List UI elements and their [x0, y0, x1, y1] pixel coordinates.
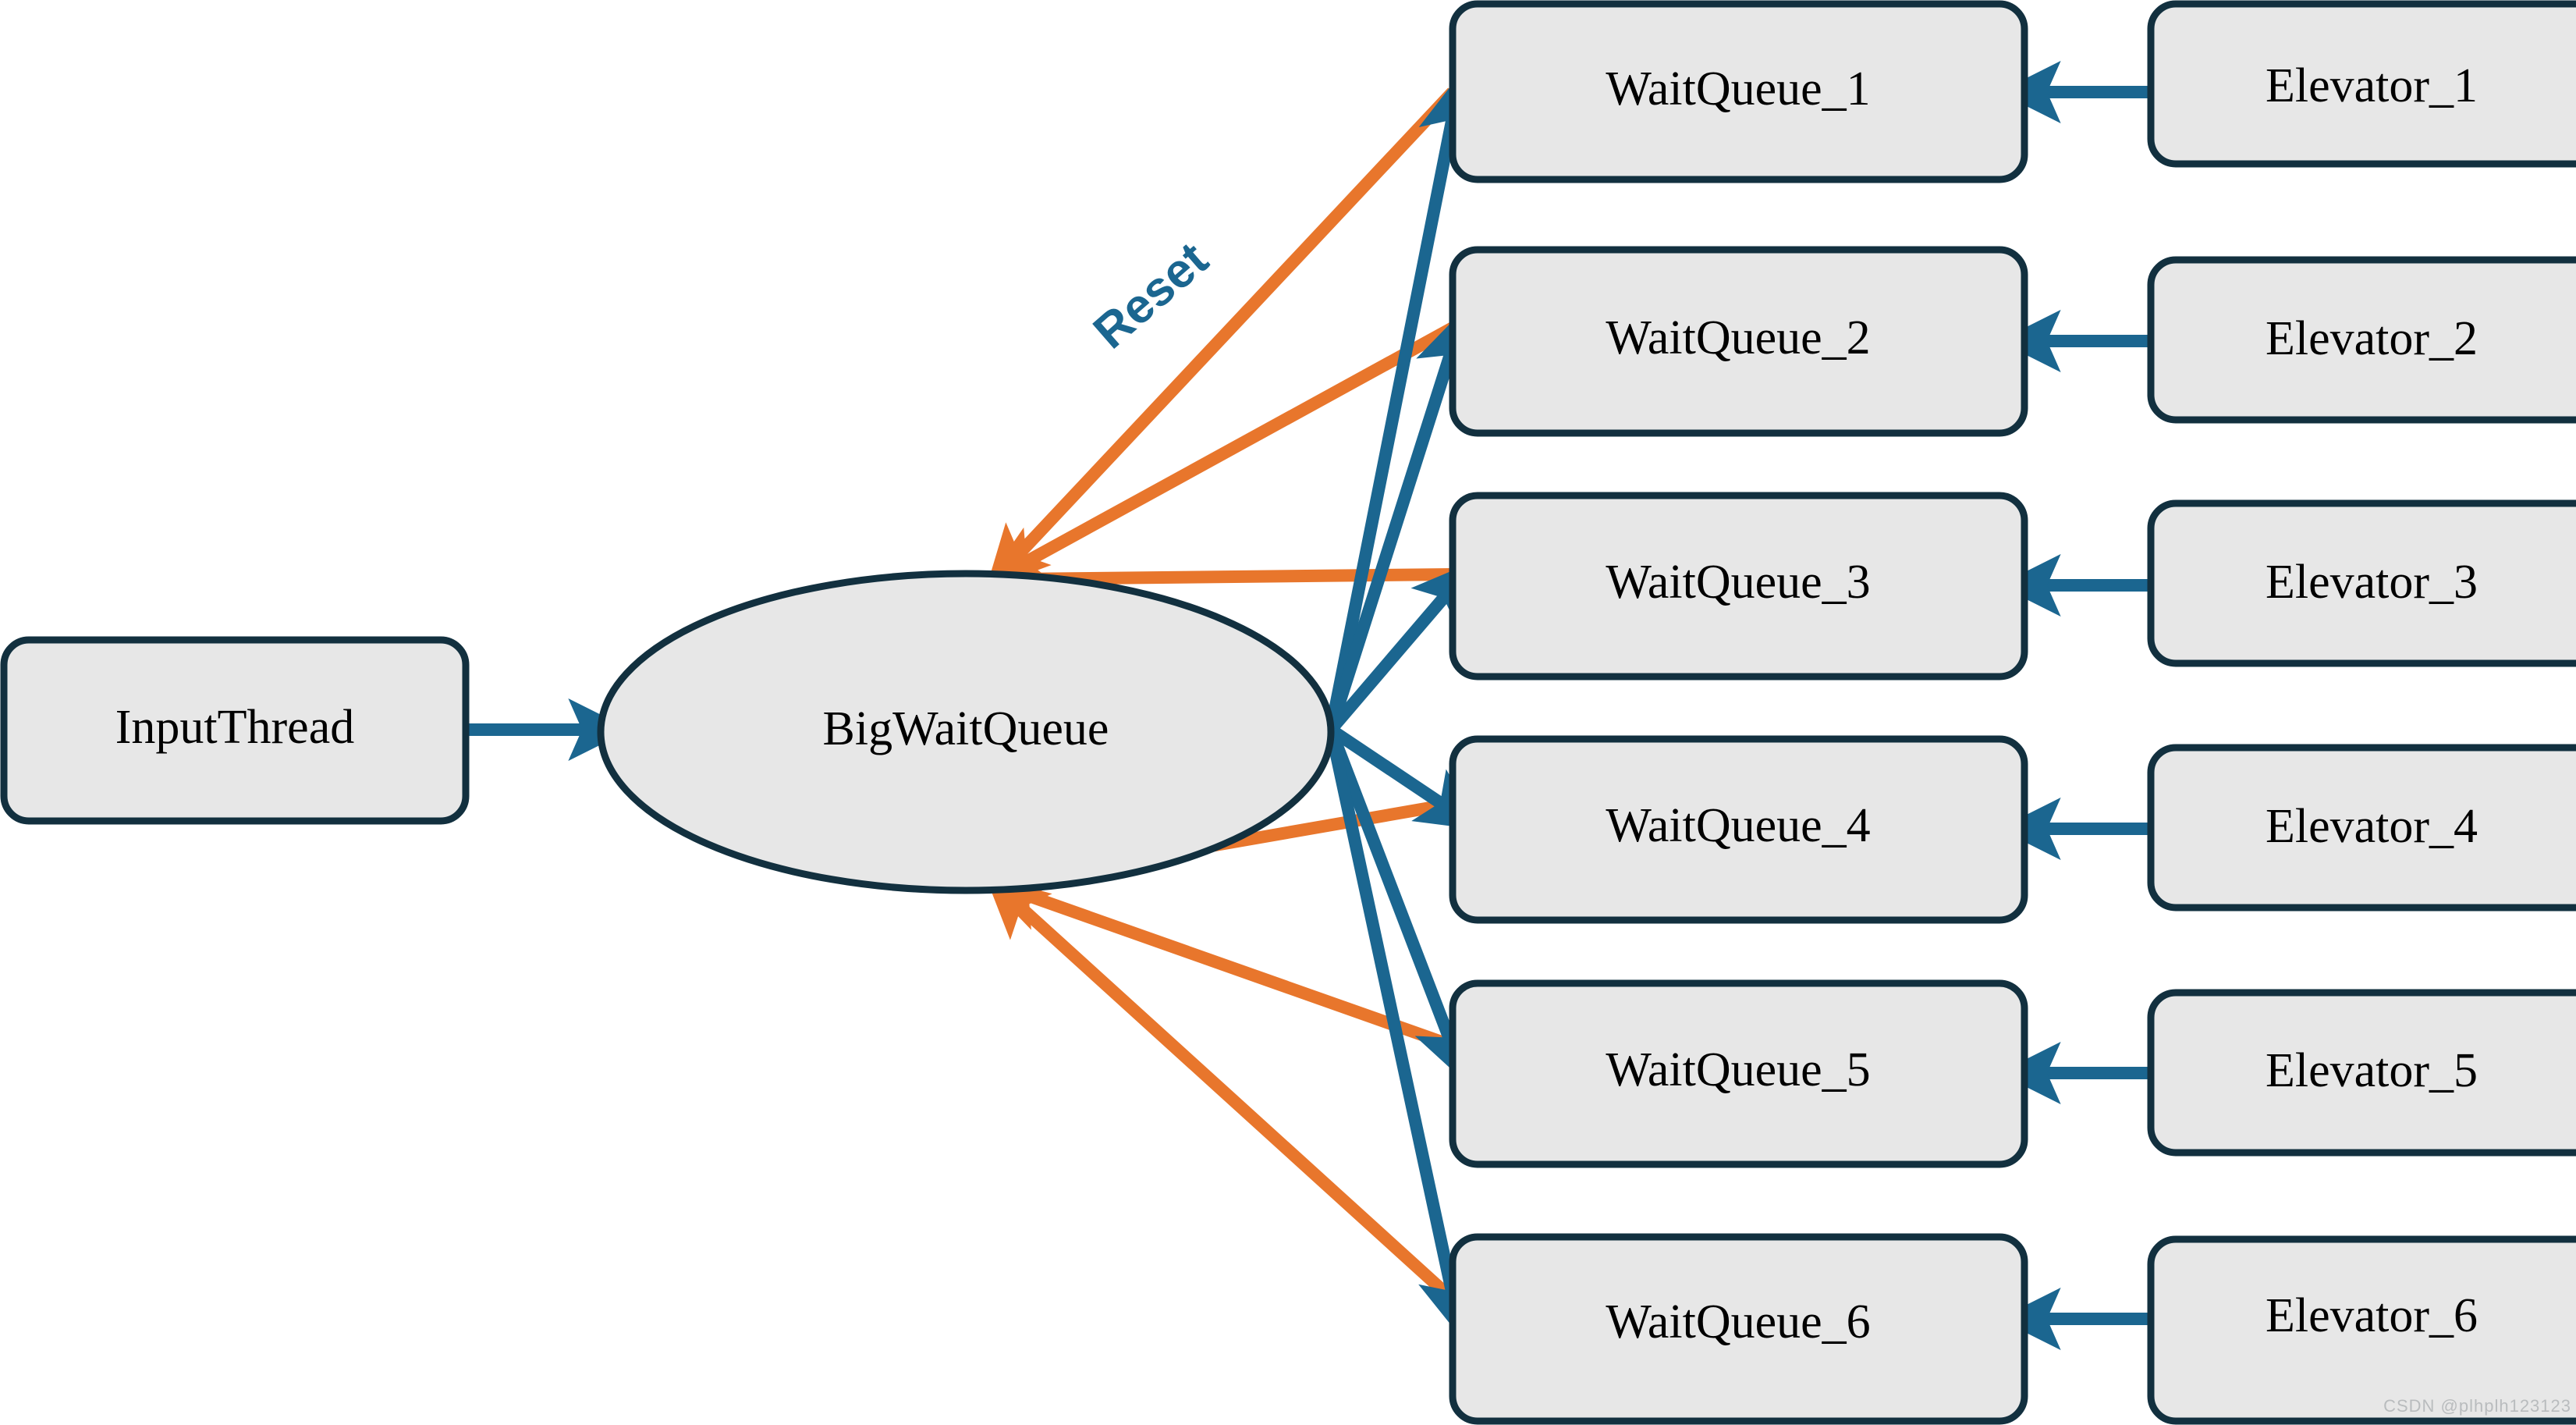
node-waitqueue-2[interactable]: WaitQueue_2 — [1449, 246, 2028, 437]
waitqueue-5-label: WaitQueue_5 — [1606, 1043, 1870, 1096]
edge-waitqueue-6-to-bigwaitqueue — [985, 875, 1457, 1304]
edge-bigwaitqueue-to-waitqueue-5 — [1325, 727, 1474, 1083]
waitqueue-5-box[interactable] — [1449, 979, 2028, 1168]
node-waitqueue-4[interactable]: WaitQueue_4 — [1449, 735, 2028, 924]
node-waitqueue-3[interactable]: WaitQueue_3 — [1449, 492, 2028, 681]
inputthread-box[interactable] — [0, 636, 470, 825]
csdn-watermark: CSDN @plhplh123123 — [2383, 1396, 2571, 1416]
elevator-4-box[interactable] — [2147, 744, 2576, 912]
edge-waitqueue-2-to-bigwaitqueue — [984, 322, 1456, 585]
node-elevator-6[interactable]: Elevator_6 — [2147, 1235, 2576, 1425]
edge-bigwaitqueue-to-waitqueue-1 — [1325, 72, 1481, 731]
blue-dispatch-edges — [1325, 72, 1481, 1339]
inputthread-label: InputThread — [115, 701, 354, 754]
elevator-3-label: Elevator_3 — [2266, 556, 2478, 609]
node-elevator-2[interactable]: Elevator_2 — [2147, 256, 2576, 424]
edge-bigwaitqueue-to-waitqueue-4 — [1327, 724, 1481, 830]
elevator-5-label: Elevator_5 — [2266, 1044, 2478, 1097]
waitqueue-1-label: WaitQueue_1 — [1606, 62, 1870, 115]
waitqueue-2-box[interactable] — [1449, 246, 2028, 437]
elevator-4-label: Elevator_4 — [2266, 800, 2478, 853]
elevator-to-waitqueue-edges — [1998, 61, 2151, 1350]
waitqueue-2-label: WaitQueue_2 — [1606, 311, 1870, 364]
node-waitqueue-5[interactable]: WaitQueue_5 — [1449, 979, 2028, 1168]
edge-bigwaitqueue-to-waitqueue-2 — [1325, 308, 1476, 732]
elevator-6-label: Elevator_6 — [2266, 1289, 2478, 1342]
node-waitqueue-1[interactable]: WaitQueue_1 — [1449, 0, 2028, 183]
edge-waitqueue-5-to-bigwaitqueue — [982, 871, 1455, 1052]
edge-bigwaitqueue-to-waitqueue-6 — [1325, 728, 1480, 1339]
elevator-5-box[interactable] — [2147, 989, 2576, 1157]
node-elevator-5[interactable]: Elevator_5 — [2147, 989, 2576, 1157]
waitqueue-6-box[interactable] — [1449, 1233, 2028, 1425]
node-elevator-3[interactable]: Elevator_3 — [2147, 499, 2576, 667]
node-bigwaitqueue[interactable]: BigWaitQueue — [597, 570, 1335, 894]
waitqueue-4-box[interactable] — [1449, 735, 2028, 924]
elevator-1-label: Elevator_1 — [2266, 59, 2478, 112]
elevator-6-box[interactable] — [2147, 1235, 2576, 1425]
node-inputthread[interactable]: InputThread — [0, 636, 470, 825]
node-waitqueue-6[interactable]: WaitQueue_6 — [1449, 1233, 2028, 1425]
node-elevator-1[interactable]: Elevator_1 — [2147, 0, 2576, 168]
waitqueue-3-box[interactable] — [1449, 492, 2028, 681]
elevator-2-box[interactable] — [2147, 256, 2576, 424]
edge-waitqueue-1-to-bigwaitqueue — [985, 87, 1457, 589]
reset-edge-label: Reset — [1084, 232, 1219, 359]
edge-bigwaitqueue-to-waitqueue-3 — [1325, 560, 1475, 734]
bigwaitqueue-ellipse[interactable] — [597, 570, 1335, 894]
waitqueue-3-label: WaitQueue_3 — [1606, 556, 1870, 609]
bigwaitqueue-label: BigWaitQueue — [823, 702, 1109, 755]
elevator-1-box[interactable] — [2147, 0, 2576, 168]
node-elevator-4[interactable]: Elevator_4 — [2147, 744, 2576, 912]
elevator-2-label: Elevator_2 — [2266, 312, 2478, 365]
waitqueue-1-box[interactable] — [1449, 0, 2028, 183]
waitqueue-6-label: WaitQueue_6 — [1606, 1295, 1870, 1349]
elevator-3-box[interactable] — [2147, 499, 2576, 667]
waitqueue-4-label: WaitQueue_4 — [1606, 799, 1870, 852]
